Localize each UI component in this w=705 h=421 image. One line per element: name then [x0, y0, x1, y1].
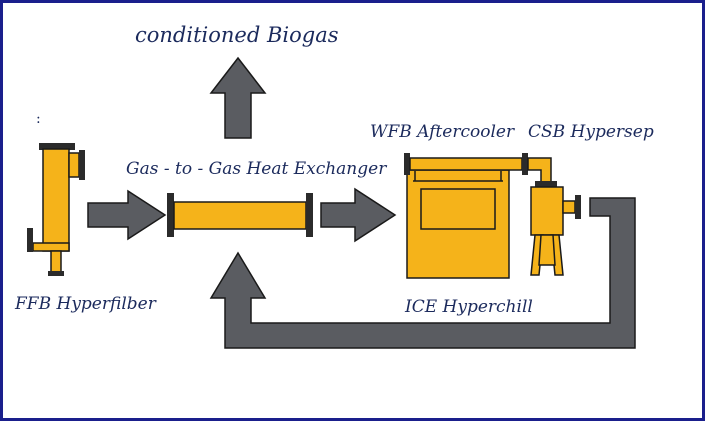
output-up-arrow [209, 56, 267, 139]
hx-shell [173, 201, 307, 230]
ffb-top-cap [39, 143, 75, 150]
ffb-vessel-body [42, 148, 70, 252]
label-ffb-hyperfilber: FFB Hyperfilber [15, 294, 156, 314]
label-csb-hypersep: CSB Hypersep [528, 122, 654, 142]
ice-chiller-body [406, 169, 510, 279]
csb-vessel-body [530, 186, 564, 236]
ice-chiller-panel [420, 188, 496, 230]
csb-side-nozzle [562, 200, 576, 214]
gas-heat-exchanger-unit [167, 193, 313, 237]
wfb-right-flange [522, 153, 528, 175]
wfb-outlet-pipe [527, 157, 552, 184]
hx-left-flange [167, 193, 174, 237]
csb-hypersep-unit [530, 181, 581, 276]
return-loop-arrow [209, 197, 636, 349]
label-gas-heat-exchanger: Gas - to - Gas Heat Exchanger [126, 159, 387, 179]
colon-mark: : [36, 111, 41, 127]
csb-drain [538, 234, 556, 266]
arrow-ffb-to-hx [87, 189, 167, 241]
ffb-side-nozzle [68, 152, 80, 178]
csb-top-flange [535, 181, 557, 187]
wfb-aftercooler-unit [404, 153, 552, 184]
label-wfb-aftercooler: WFB Aftercooler [370, 122, 515, 142]
csb-side-flange [575, 195, 581, 219]
diagram-graphics: .eq { fill: #f5b31a; stroke: #1a1a1a; st… [27, 56, 636, 349]
output-title: conditioned Biogas [135, 23, 339, 47]
ffb-inlet-flange [27, 228, 33, 252]
ffb-drain-flange [48, 271, 64, 276]
arrow-hx-to-wfb [320, 187, 397, 243]
ffb-side-flange [79, 150, 85, 180]
ffb-hyperfilber-unit [27, 143, 85, 276]
label-ice-hyperchill: ICE Hyperchill [405, 297, 533, 317]
ice-hyperchill-unit [406, 169, 510, 279]
wfb-cooler-tube [409, 157, 523, 171]
ffb-drain-leg [50, 250, 62, 274]
ffb-bottom-elbow [32, 242, 70, 252]
wfb-left-flange [404, 153, 410, 175]
hx-right-flange [306, 193, 313, 237]
